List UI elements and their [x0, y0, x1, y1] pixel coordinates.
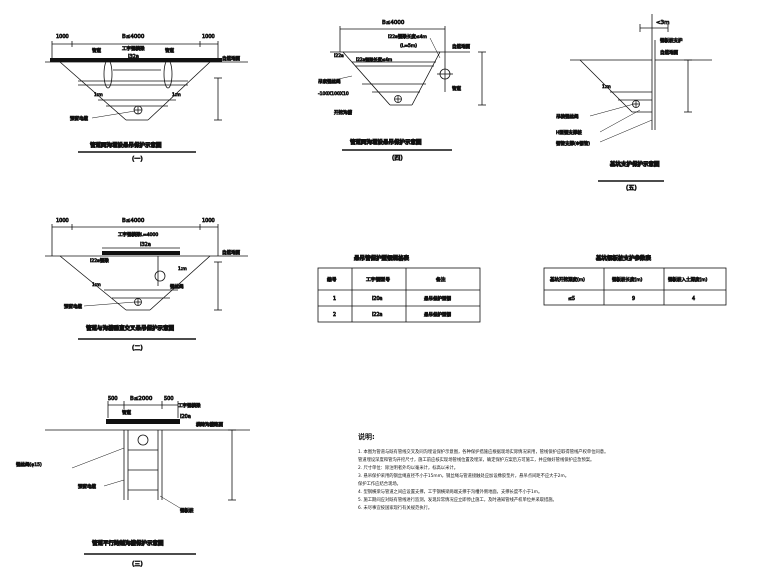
detail-1-title: 管道同沟埋设悬吊保护示意图: [90, 141, 162, 149]
detail-4-drawing: [45, 224, 248, 340]
detail-5-label-left-rope: 钢丝绳(φ15): [16, 461, 42, 468]
table-1-title: 悬吊管保护型钢规格表: [353, 254, 410, 262]
table-2-grid: [543, 267, 727, 306]
detail-5-dim-2: B≤2000: [130, 396, 153, 402]
detail-5-label-beam-spec: I20a: [180, 414, 191, 420]
detail-1-dim-right: 1000: [202, 34, 215, 40]
detail-3-label-ground: 自然地面: [660, 49, 678, 56]
design-notes: 说明: 1. 本图为管道与既有管线交叉及同沟埋设保护示意图，各种保护措施应根据现…: [358, 432, 748, 514]
detail-2-rope-spec: -100X100X10: [318, 91, 349, 97]
detail-1-label-ground: 自然地面: [222, 55, 240, 62]
detail-1-drawing: [45, 41, 248, 153]
detail-1-label-pipe-a: 管道: [92, 47, 101, 54]
table-2-header-1: 基坑开挖深度(m): [550, 276, 585, 283]
table-1-cell-1-3: 悬吊保护型钢: [424, 295, 451, 302]
note-line: 保护工作应结合现场。: [358, 481, 401, 487]
table-1-grid: [317, 267, 481, 323]
table-2-header-2: 钢板桩长度(m): [612, 276, 643, 283]
detail-4-label-ground: 自然地面: [222, 249, 240, 256]
detail-2-dim-top: B≤4000: [382, 20, 405, 26]
detail-1-label-pipe-b: 管道: [165, 47, 174, 54]
detail-4-slope-left: 1:m: [92, 282, 101, 288]
detail-2-bottom: 开挖沟槽: [334, 109, 352, 116]
table-2-title: 基坑钢板桩支护参数表: [595, 254, 652, 262]
table-1-cell-2-2: I22a: [372, 312, 383, 318]
detail-4-number: (二): [132, 345, 143, 352]
note-line: 1. 本图为管道与既有管线交叉及同沟埋设保护示意图，各种保护措施应根据现场实际情…: [358, 450, 609, 455]
detail-4-label-beam-top: 工字钢横梁L=4000: [118, 231, 158, 238]
detail-1-label-beam: 工字钢横梁: [122, 45, 145, 52]
note-line: 2. 尺寸单位：除注明者外均以毫米计，标高以米计。: [358, 465, 458, 471]
detail-2-ground: 自然地面: [452, 43, 470, 50]
detail-4-title: 管道与沟槽垂直交叉悬吊保护示意图: [86, 324, 175, 332]
detail-3-dim-top: <3m: [656, 20, 669, 26]
detail-2-label-top: I22a钢梁长度≤4m: [388, 33, 427, 40]
detail-3-label-steel: 钢板桩支护: [660, 37, 683, 44]
detail-2-number: (四): [392, 155, 403, 162]
detail-2-title: 管道同沟埋设悬吊保护示意图: [350, 138, 422, 146]
detail-5-title: 管道平行跨越沟槽保护示意图: [92, 539, 164, 547]
notes-heading: 说明:: [358, 433, 375, 441]
detail-1-dim-mid: B≤4000: [122, 34, 145, 40]
detail-4-dim-mid: B≤4000: [122, 218, 145, 224]
note-line: 4. 型钢横梁与管道之间应设置支撑，工字钢横梁两端支撑于沟槽外侧地面，支撑长度不…: [358, 489, 543, 495]
detail-3-label-steel-pipe: 钢管支撑(Φ钢管): [556, 140, 590, 147]
table-2-cell-1-1: ≤5: [568, 296, 575, 302]
detail-5-number: (三): [132, 561, 143, 568]
table-2-header-3: 钢板桩入土深度(m): [668, 276, 708, 283]
detail-4-label-rope: 钢丝绳: [170, 283, 184, 290]
detail-5-label-cable: 预留电缆: [78, 483, 96, 490]
detail-1-label-cable: 预留电缆: [70, 115, 88, 122]
detail-1-slope-left: 1:m: [94, 92, 103, 98]
note-line: 6. 未尽事宜按国家现行有关规范执行。: [358, 505, 433, 511]
table-2-cell-1-3: 4: [692, 296, 695, 302]
detail-3-label-pile: H型钢支撑桩: [556, 129, 582, 136]
detail-5-drawing: [45, 401, 250, 555]
detail-1-number: (一): [132, 156, 143, 163]
detail-1-slope-right: 1:m: [172, 92, 181, 98]
detail-4-dim-left: 1000: [56, 218, 69, 224]
detail-4-label-beam-spec: I32a: [140, 242, 151, 248]
note-line: 管道埋设深度和管沟开挖尺寸，施工前应核实现场管线位置及埋深，确定保护方案后方可施…: [358, 457, 595, 463]
table-1-header-3: 备注: [436, 276, 446, 283]
detail-4-slope-right: 1:m: [178, 266, 187, 272]
note-line: 5. 施工期间应对既有管线进行监测，发现异常情况应立即停止施工，及时通知管线产权…: [358, 497, 557, 503]
detail-3-label-cable: 吊装钢丝绳: [556, 113, 579, 120]
table-1-header-1: 编号: [327, 276, 337, 283]
detail-5-label-ground: 横跨沟槽路面: [196, 421, 223, 428]
table-1-cell-2-1: 2: [333, 312, 336, 318]
detail-2-rope: 吊索钢丝绳: [318, 78, 341, 85]
detail-2-pipe: 管道: [452, 85, 461, 92]
detail-4-dim-right: 1000: [202, 218, 215, 224]
detail-2-label-top2: (L=5m): [400, 43, 417, 49]
detail-5-label-pipe: 管道: [122, 409, 131, 416]
detail-4-label-left: I22a钢梁: [90, 257, 109, 264]
detail-3-drawing: [570, 14, 712, 182]
table-1-cell-1-2: I20a: [372, 296, 383, 302]
detail-2-drawing: [330, 26, 486, 151]
detail-5-label-beam: 工字钢横梁: [178, 402, 201, 409]
detail-2-left-beam: I22a: [334, 53, 344, 59]
detail-3-title: 基坑支护保护示意图: [609, 160, 660, 168]
detail-2-left-beam2: I22a钢梁长度≤4m: [356, 56, 392, 63]
detail-5-dim-3: 500: [164, 396, 174, 402]
table-1-header-2: 工字钢型号: [366, 276, 390, 283]
detail-5-dim-1: 500: [108, 396, 118, 402]
detail-4-label-cable: 预留电缆: [64, 303, 82, 310]
note-line: 3. 悬吊保护采用的钢丝绳直径不小于15mm，钢丝绳与管道接触处应加设橡胶垫片，…: [358, 473, 569, 479]
detail-3-slope: 1:m: [602, 84, 611, 90]
table-1-cell-1-1: 1: [333, 296, 336, 302]
table-2-cell-1-2: 9: [632, 296, 635, 302]
detail-3-number: (五): [626, 185, 637, 192]
detail-1-dim-left: 1000: [56, 34, 69, 40]
detail-5-label-support: 钢板桩: [180, 507, 194, 514]
detail-1-label-beam-spec: I32a: [128, 54, 139, 60]
table-1-cell-2-3: 悬吊保护型钢: [424, 311, 451, 318]
